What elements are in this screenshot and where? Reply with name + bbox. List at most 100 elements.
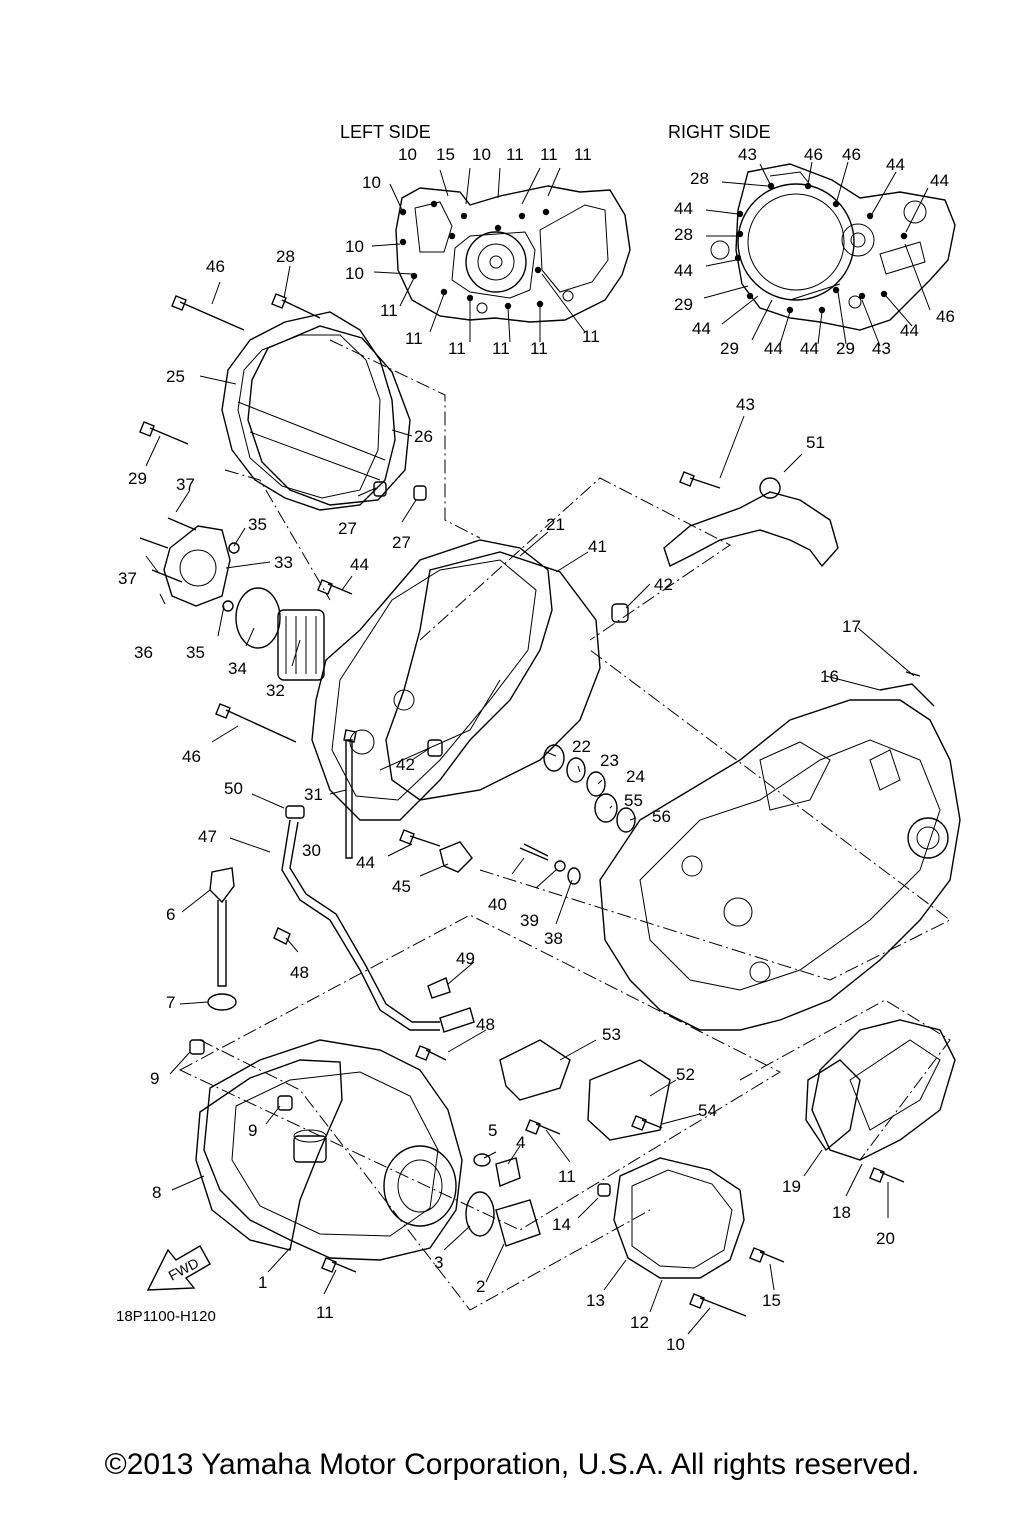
callout-label: 4 [516, 1133, 525, 1152]
callout-label: 11 [558, 1167, 576, 1186]
callout-label: 43 [872, 339, 891, 358]
callout-label: 29 [674, 295, 693, 314]
left-side-heading: LEFT SIDE [340, 122, 431, 142]
callout-label: 44 [692, 319, 711, 338]
callout-label: 40 [488, 895, 507, 914]
callout-label: 46 [936, 307, 955, 326]
callout-label: 34 [228, 659, 247, 678]
diagram-code: 18P1100-H120 [116, 1308, 216, 1325]
callout-label: 8 [152, 1183, 161, 1202]
callout-label: 29 [720, 339, 739, 358]
callout-label: 44 [674, 199, 693, 218]
callout-label: 37 [176, 475, 195, 494]
fwd-label: FWD [166, 1255, 202, 1284]
callout-label: 13 [586, 1291, 605, 1310]
callout-label: 28 [674, 225, 693, 244]
callout-label: 30 [302, 841, 321, 860]
callout-label: 44 [350, 555, 369, 574]
callout-label: 44 [800, 339, 819, 358]
callout-label: 37 [118, 569, 137, 588]
callout-label: 49 [456, 949, 475, 968]
callout-label: 26 [414, 427, 433, 446]
dipstick [207, 867, 237, 1011]
clutch-cover-gasket [247, 325, 411, 506]
callout-label: 7 [166, 993, 175, 1012]
callout-label: 24 [626, 767, 645, 786]
callout-label: 11 [316, 1303, 334, 1322]
callout-label: 5 [488, 1121, 497, 1140]
small-parts-middle [343, 729, 581, 885]
callout-label: 38 [544, 929, 563, 948]
callout-label: 28 [690, 169, 709, 188]
oil-hose [273, 805, 475, 1061]
callout-label: 12 [630, 1313, 649, 1332]
part-callouts: 46 28 25 26 29 27 27 37 35 33 37 36 35 3… [118, 247, 895, 1354]
callout-label: 50 [224, 779, 243, 798]
callout-label: 17 [842, 617, 861, 636]
callout-label: 11 [582, 327, 600, 346]
callout-label: 29 [128, 469, 147, 488]
callout-label: 41 [588, 537, 607, 556]
lower-cover-parts [189, 1039, 541, 1273]
bolts-upper-left [139, 293, 321, 445]
callout-label: 23 [600, 751, 619, 770]
callout-label: 15 [762, 1291, 781, 1310]
callout-label: 55 [624, 791, 643, 810]
clutch-cover [221, 311, 396, 511]
callout-label: 11 [530, 339, 548, 358]
callout-label: 32 [266, 681, 285, 700]
callout-label: 6 [166, 905, 175, 924]
callout-label: 42 [654, 575, 673, 594]
callout-label: 44 [886, 155, 905, 174]
callout-label: 14 [552, 1215, 571, 1234]
callout-label: 19 [782, 1177, 801, 1196]
callout-label: 31 [304, 785, 323, 804]
callout-label: 46 [206, 257, 225, 276]
callout-label: 11 [380, 301, 398, 320]
fwd-arrow-icon [146, 1245, 211, 1291]
callout-label: 9 [248, 1121, 257, 1140]
callout-label: 46 [804, 145, 823, 164]
callout-label: 22 [572, 737, 591, 756]
lower-cover-1 [203, 1039, 463, 1261]
callout-label: 45 [392, 877, 411, 896]
callout-label: 48 [476, 1015, 495, 1034]
callout-label: 15 [436, 145, 455, 164]
callout-label: 11 [574, 145, 592, 164]
callout-label: 51 [806, 433, 825, 452]
callout-label: 10 [345, 264, 364, 283]
callout-label: 42 [396, 755, 415, 774]
callout-label: 27 [392, 533, 411, 552]
plate-assembly [499, 1039, 671, 1141]
leader-lines [145, 265, 915, 1335]
callout-label: 3 [434, 1253, 443, 1272]
callout-label: 44 [930, 171, 949, 190]
callout-label: 16 [820, 667, 839, 686]
right-side-inset: 43 46 46 28 44 44 44 28 44 29 44 29 44 4… [674, 145, 956, 358]
callout-label: 28 [276, 247, 295, 266]
callout-label: 11 [492, 339, 510, 358]
assembly-outlines [178, 339, 951, 1311]
callout-label: 2 [476, 1277, 485, 1296]
callout-label: 10 [398, 145, 417, 164]
callout-label: 10 [666, 1335, 685, 1354]
callout-label: 9 [150, 1069, 159, 1088]
callout-label: 44 [356, 853, 375, 872]
callout-label: 35 [186, 643, 205, 662]
callout-label: 44 [764, 339, 783, 358]
callout-label: 44 [900, 321, 919, 340]
callout-label: 46 [842, 145, 861, 164]
callout-label: 47 [198, 827, 217, 846]
callout-label: 11 [540, 145, 558, 164]
callout-label: 10 [345, 237, 364, 256]
left-side-inset: 10 15 10 11 11 11 10 10 10 11 11 11 11 1… [345, 145, 631, 358]
lower-cover-gasket-8 [195, 1059, 343, 1251]
callout-label: 11 [448, 339, 466, 358]
cover-gasket-41 [385, 551, 601, 801]
right-side-heading: RIGHT SIDE [668, 122, 771, 142]
callout-label: 53 [602, 1025, 621, 1044]
sprocket-cover [805, 1019, 956, 1183]
callout-label: 33 [274, 553, 293, 572]
engine-crankcase [599, 671, 961, 1031]
